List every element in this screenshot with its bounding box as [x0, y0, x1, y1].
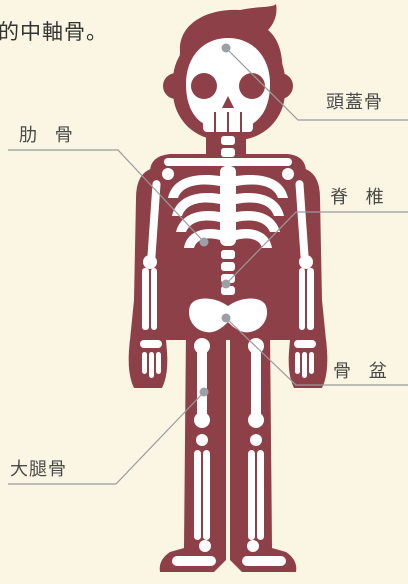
femur-bones — [194, 338, 264, 428]
pointer-femur — [200, 388, 209, 397]
pointer-skull — [222, 44, 231, 53]
pointer-spine — [222, 280, 231, 289]
label-spine: 脊 椎 — [330, 183, 390, 209]
pointer-pelvis — [222, 314, 231, 323]
pointer-rib — [200, 238, 209, 247]
label-pelvis: 骨 盆 — [333, 357, 393, 383]
label-rib: 肋 骨 — [19, 121, 79, 147]
label-femur: 大腿骨 — [10, 455, 67, 481]
label-skull: 頭蓋骨 — [326, 88, 383, 114]
